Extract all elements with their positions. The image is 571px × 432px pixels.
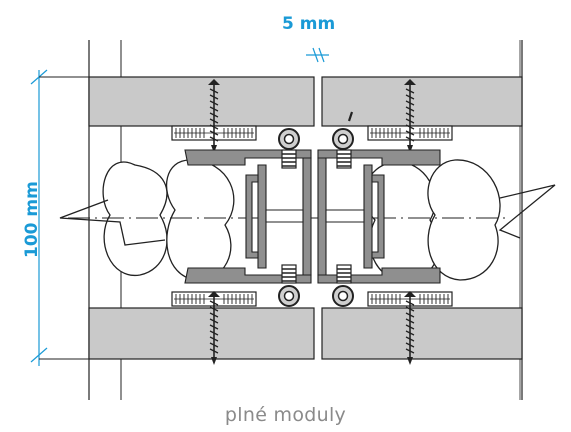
ring-top-right (332, 128, 354, 150)
panel-bottom-left (88, 307, 315, 360)
insulation-right (364, 159, 556, 282)
ring-bottom-right (332, 285, 354, 307)
gap-dimension-label: 5 mm (282, 14, 336, 34)
panel-top-right (321, 76, 523, 127)
height-dimension (30, 69, 89, 366)
gap-dimension (306, 47, 329, 63)
spring-top-left (281, 149, 297, 169)
ring-tick (347, 111, 354, 122)
ring-top-left (278, 128, 300, 150)
height-dimension-label: 100 mm (22, 181, 42, 258)
spring-top-right (336, 149, 352, 169)
panel-top-left (88, 76, 315, 127)
profile-left (184, 149, 312, 284)
drawing-caption: plné moduly (224, 404, 347, 426)
panel-bottom-right (321, 307, 523, 360)
ring-bottom-left (278, 285, 300, 307)
spring-bottom-right (336, 264, 352, 284)
spring-bottom-left (281, 264, 297, 284)
insulation-left (59, 159, 235, 281)
